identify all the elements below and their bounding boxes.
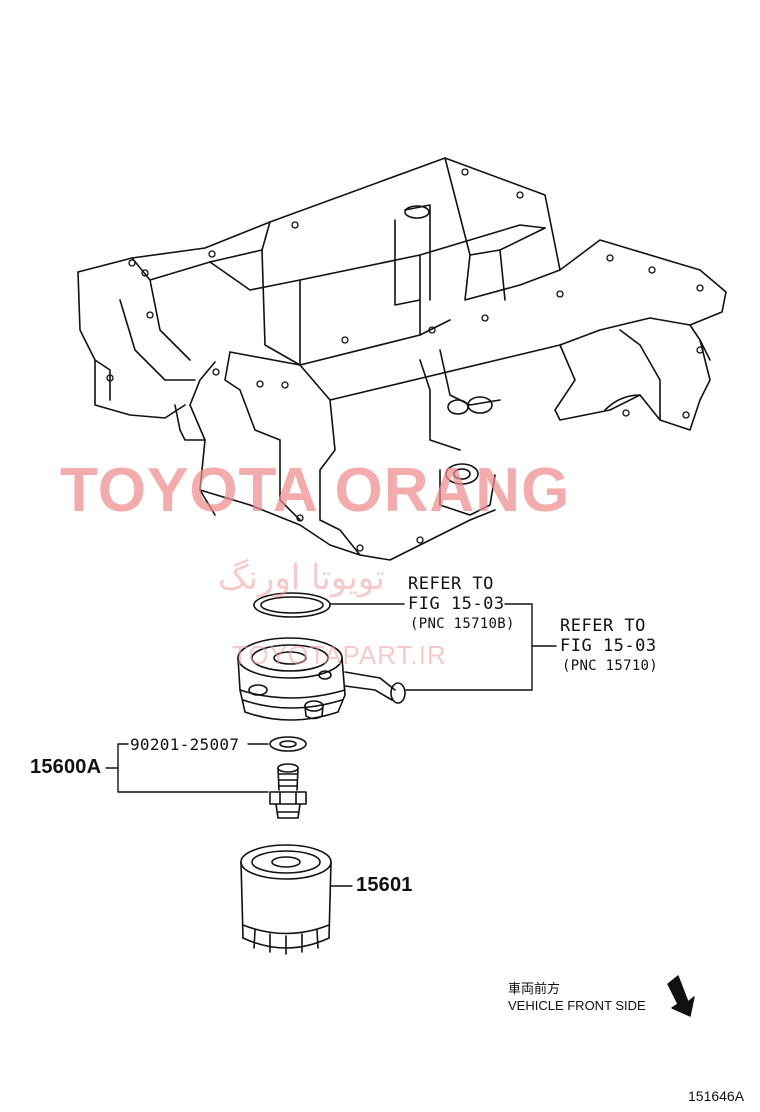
oring-pnc: (PNC 15710B): [410, 616, 515, 632]
o-ring-drawing: [253, 592, 331, 618]
site-watermark: TOYOTAPART.IR: [232, 640, 447, 670]
figure-code: 151646A: [688, 1088, 745, 1104]
front-side-english: VEHICLE FRONT SIDE: [508, 998, 646, 1013]
gasket-drawing: [269, 736, 307, 752]
oil-cooler-drawing: [237, 637, 406, 721]
cooler-refer-line1: REFER TO: [560, 616, 646, 636]
assembly-part-number[interactable]: 15600A: [30, 756, 102, 778]
persian-watermark: تویوتا اورنگ: [218, 558, 385, 598]
oring-refer-line1: REFER TO: [408, 574, 494, 594]
front-side-japanese: 車両前方: [508, 981, 561, 996]
cooler-refer-line2: FIG 15-03: [560, 636, 657, 656]
oil-filter-drawing: [240, 844, 332, 955]
bolt-part-number[interactable]: 90201-25007: [130, 735, 240, 754]
union-bolt-drawing: [269, 763, 307, 819]
oring-refer-line2: FIG 15-03: [408, 594, 505, 614]
front-direction-arrow: [667, 975, 695, 1017]
oil-pan-drawing: [77, 157, 727, 561]
filter-part-number[interactable]: 15601: [356, 874, 413, 896]
brand-watermark: TOYOTA ORANG: [60, 456, 571, 525]
cooler-pnc: (PNC 15710): [562, 658, 659, 674]
